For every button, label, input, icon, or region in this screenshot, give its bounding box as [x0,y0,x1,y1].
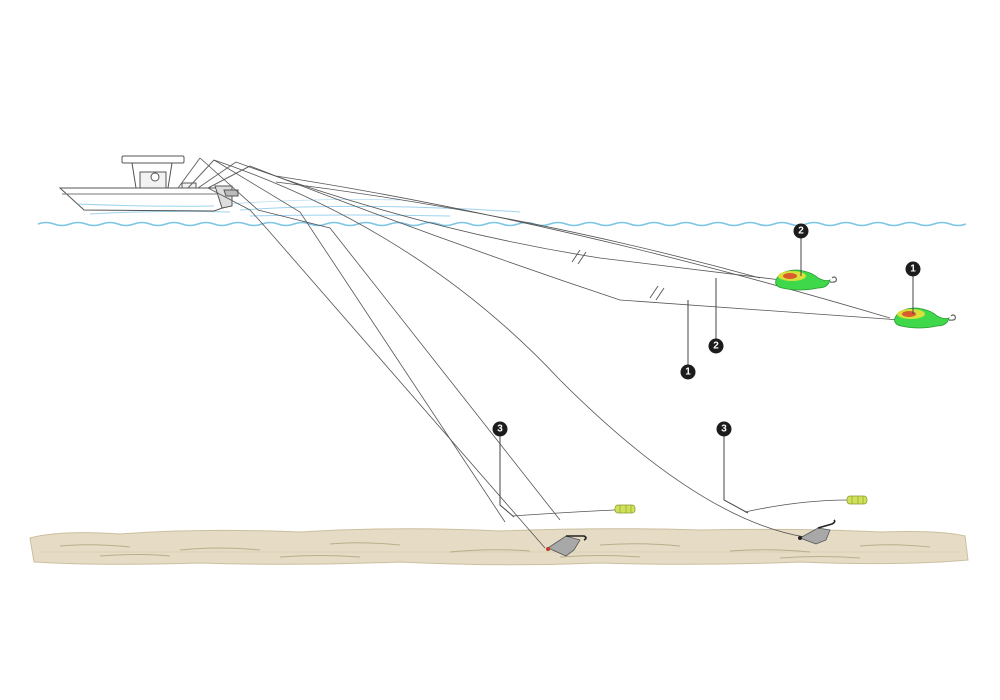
callout-number: 2 [798,226,804,237]
sea-floor [29,528,969,566]
sinker-icon [798,519,836,545]
callout-line-2: 2 [708,338,724,354]
bait-icon [846,495,868,505]
lure-icon [894,307,956,329]
sinker-icon [546,535,587,557]
lure-icon [775,269,837,291]
callout-number: 3 [497,424,503,435]
bait-icon [614,504,636,514]
fishing-lines [199,157,901,549]
callout-surface-lure-1: 1 [905,261,921,277]
callout-bottom-rig-a: 3 [492,421,508,437]
callout-line-1: 1 [680,364,696,380]
callout-number: 1 [685,367,691,378]
callout-surface-lure-2: 2 [793,223,809,239]
callout-number: 3 [721,424,727,435]
callout-number: 1 [910,264,916,275]
callout-leaders [499,238,914,518]
boat-icon [58,155,251,212]
callout-bottom-rig-b: 3 [716,421,732,437]
callout-number: 2 [713,341,719,352]
